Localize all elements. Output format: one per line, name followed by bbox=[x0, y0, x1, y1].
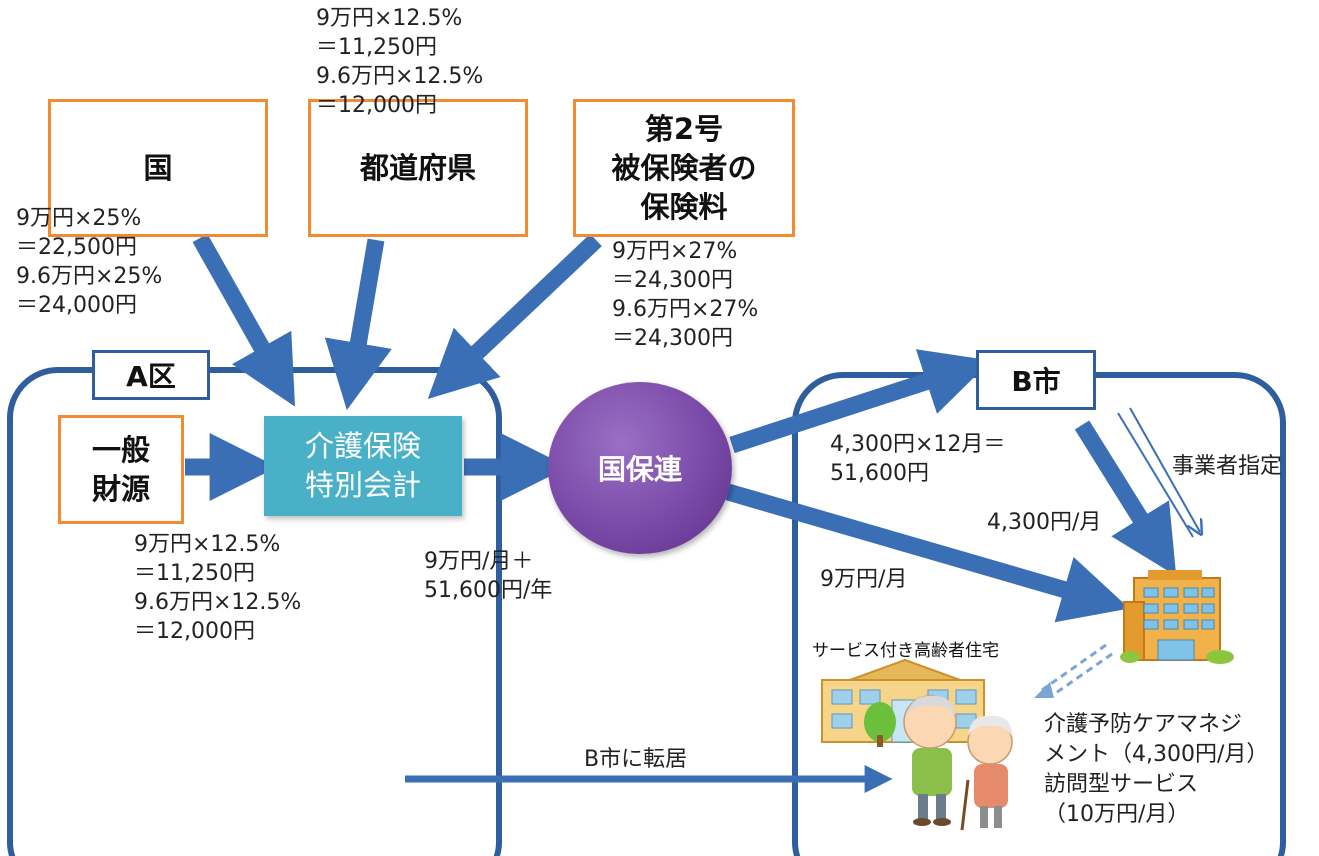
elderly-couple-icon bbox=[903, 695, 1013, 831]
amount-ippan-text: 9万円×12.5% ＝11,250円 9.6万円×12.5% ＝12,000円 bbox=[134, 532, 302, 644]
housing-label: サービス付き高齢者住宅 bbox=[812, 641, 999, 661]
designation-double-arrow bbox=[1117, 407, 1200, 537]
source-todofuken-box: 都道府県 bbox=[308, 99, 528, 237]
amount-to-kokuhoren-text: 9万円/月＋ 51,600円/年 bbox=[424, 549, 553, 603]
source-kuni-label: 国 bbox=[143, 150, 173, 185]
source-ippan-box: 一般 財源 bbox=[58, 415, 184, 524]
arrow-kokuhoren-to-office bbox=[725, 483, 1130, 623]
kokuhoren-node: 国保連 bbox=[548, 382, 732, 554]
services-label: 介護予防ケアマネジ メント（4,300円/月） 訪問型サービス （10万円/月） bbox=[1044, 712, 1269, 827]
dashed-service-arrow bbox=[1034, 643, 1113, 699]
region-b-shi-text: B市 bbox=[1011, 365, 1061, 398]
region-a-ku-label: A区 bbox=[92, 350, 210, 400]
source-ippan-label: 一般 財源 bbox=[91, 432, 150, 506]
source-hokenryo-label: 第2号 被保険者の 保険料 bbox=[611, 111, 757, 224]
amount-kokuhoren-to-office-text: 9万円/月 bbox=[820, 567, 908, 592]
designation-label: 事業者指定 bbox=[1172, 454, 1283, 479]
amount-todofuken-text: 9万円×12.5% ＝11,250円 9.6万円×12.5% ＝12,000円 bbox=[316, 6, 484, 118]
source-hokenryo-box: 第2号 被保険者の 保険料 bbox=[573, 99, 795, 237]
arrow-b-shi-to-office bbox=[1074, 420, 1177, 576]
arrow-todofuken-to-account bbox=[324, 238, 392, 411]
amount-to-b-shi-text: 4,300円×12月＝ 51,600円 bbox=[830, 432, 1006, 486]
arrow-hokenryo-to-account bbox=[427, 233, 602, 400]
arrow-kuni-to-account bbox=[192, 233, 296, 407]
senior-housing-icon bbox=[821, 658, 985, 747]
move-label: B市に転居 bbox=[584, 747, 688, 772]
amount-hokenryo-text: 9万円×27% ＝24,300円 9.6万円×27% ＝24,300円 bbox=[612, 239, 759, 351]
amount-kuni-text: 9万円×25% ＝22,500円 9.6万円×25% ＝24,000円 bbox=[16, 206, 163, 318]
special-account-label: 介護保険 特別会計 bbox=[304, 429, 421, 502]
office-building-icon bbox=[1120, 570, 1234, 664]
special-account-node: 介護保険 特別会計 bbox=[264, 416, 462, 516]
region-a-ku-text: A区 bbox=[126, 360, 176, 393]
source-kuni-box: 国 bbox=[48, 99, 268, 237]
kokuhoren-label: 国保連 bbox=[597, 453, 682, 486]
source-todofuken-label: 都道府県 bbox=[359, 150, 476, 185]
region-b-shi-label: B市 bbox=[976, 350, 1096, 410]
arrow-kokuhoren-to-b-shi bbox=[729, 349, 992, 454]
amount-b-to-office-text: 4,300円/月 bbox=[987, 510, 1102, 535]
